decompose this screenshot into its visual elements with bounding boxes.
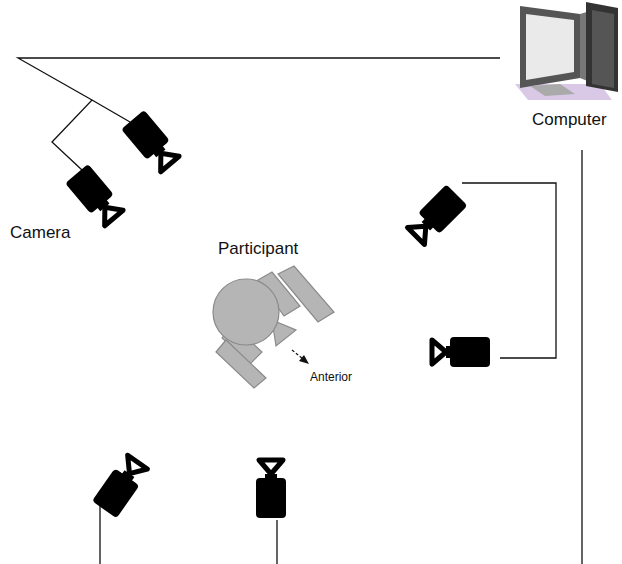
anterior-label: Anterior <box>310 371 352 384</box>
computer-icon <box>515 2 618 100</box>
computer-label: Computer <box>532 111 607 130</box>
camera-label: Camera <box>10 224 70 243</box>
anterior-arrow <box>292 350 309 364</box>
camera-symbol <box>65 110 490 518</box>
participant-label: Participant <box>218 240 298 259</box>
wire <box>18 58 582 564</box>
participant-figure <box>213 266 334 388</box>
